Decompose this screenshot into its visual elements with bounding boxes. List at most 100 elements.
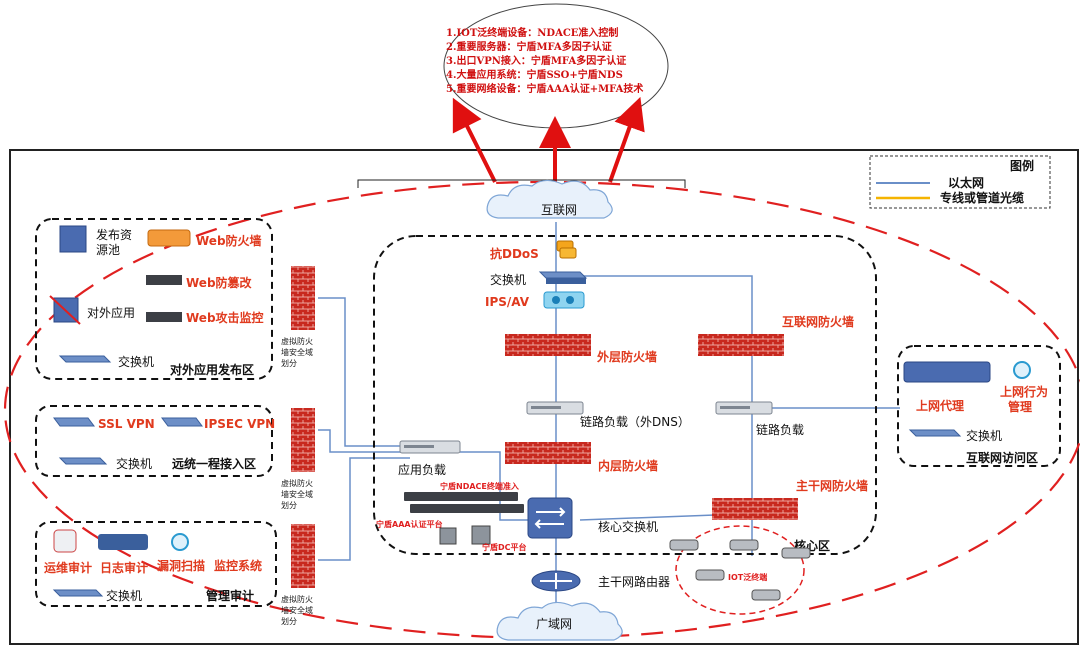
web-tamper-label: Web防篡改	[186, 275, 253, 290]
outer-firewall: 外层防火墙	[505, 334, 657, 364]
resource-pool-icon	[59, 225, 87, 253]
mgmt-zone-title: 管理审计	[206, 588, 254, 603]
inner-fw-label: 内层防火墙	[598, 458, 658, 473]
note-item-4: 4.大量应用系统：宁盾SSO+宁盾NDS	[446, 68, 623, 81]
svg-text:虚拟防火: 虚拟防火	[281, 336, 313, 346]
iot-cameras: IOT泛终端	[669, 539, 811, 601]
ips-label: IPS/AV	[485, 295, 530, 309]
svg-text:墙安全域: 墙安全域	[281, 605, 313, 615]
anti-ddos-device: 抗DDoS	[490, 240, 577, 261]
svg-text:虚拟防火: 虚拟防火	[281, 594, 313, 604]
access-zone: 上网代理 上网行为 管理 交换机 互联网访问区	[903, 361, 1048, 465]
virtual-firewall-1: 虚拟防火 墙安全域 划分	[281, 266, 315, 368]
log-audit-label: 日志审计	[100, 560, 148, 575]
remote-zone: SSL VPN IPSEC VPN 交换机 远统一程接入区	[53, 417, 275, 471]
cloud-internet-label: 互联网	[541, 203, 577, 217]
link-lb-right-label: 链路负载	[756, 422, 804, 437]
legend-ethernet: 以太网	[948, 175, 984, 190]
mgmt-switch-label: 交换机	[106, 588, 142, 603]
web-attack-icon	[146, 312, 182, 322]
svg-text:虚拟防火: 虚拟防火	[281, 478, 313, 488]
ndace-appliance: 宁盾NDACE终端准入	[404, 481, 524, 513]
ssl-vpn-label: SSL VPN	[98, 417, 155, 431]
core-switch: 核心交换机	[527, 497, 658, 539]
zone-boxes	[35, 218, 1061, 607]
cloud-wan-label: 广域网	[536, 617, 572, 631]
zone-core	[373, 235, 877, 555]
connection-lines	[318, 222, 900, 612]
security-notes: 1.IOT泛终端设备：NDACE准入控制 2.重要服务器：宁盾MFA多因子认证 …	[443, 3, 669, 129]
trunk-firewall: 主干网防火墙	[712, 478, 868, 520]
remote-switch-icon	[58, 457, 108, 465]
app-lb: 应用负载	[398, 440, 461, 477]
publish-zone-title: 对外应用发布区	[170, 362, 254, 377]
ndace-label: 宁盾NDACE终端准入	[440, 481, 519, 491]
resource-pool-line2: 源池	[96, 243, 120, 257]
web-tamper-icon	[146, 275, 182, 285]
virtual-firewall-2: 虚拟防火 墙安全域 划分	[281, 408, 315, 510]
note-item-2: 2.重要服务器：宁盾MFA多因子认证	[446, 40, 612, 53]
svg-text:划分: 划分	[281, 500, 297, 510]
trunk-router: 主干网路由器	[531, 570, 670, 592]
publish-switch-icon	[58, 355, 112, 363]
iot-ellipse	[675, 525, 805, 615]
zone-remote	[35, 405, 273, 477]
top-bracket	[357, 179, 686, 188]
web-attack-label: Web攻击监控	[186, 310, 264, 325]
link-lb-left: 链路负载（外DNS）	[526, 401, 690, 429]
publish-switch-label: 交换机	[118, 354, 154, 369]
external-app-label: 对外应用	[87, 305, 135, 320]
virtual-firewall-3: 虚拟防火 墙安全域 划分	[281, 524, 315, 626]
zone-publish	[35, 218, 273, 380]
resource-pool-line1: 发布资	[96, 227, 132, 242]
zone-access	[897, 345, 1061, 467]
publish-zone: 发布资 源池 Web防火墙 Web防篡改 对外应用 Web攻击监控 交换机 对外…	[49, 225, 264, 377]
legend-title: 图例	[1010, 158, 1034, 173]
link-lb-right: 链路负载	[715, 401, 804, 437]
outer-fw-label: 外层防火墙	[597, 349, 657, 364]
remote-switch-label: 交换机	[116, 456, 152, 471]
cloud-internet: 互联网	[486, 179, 613, 219]
note-item-3: 3.出口VPN接入：宁盾MFA多因子认证	[446, 54, 626, 67]
legend-fiber: 专线或管道光缆	[940, 190, 1024, 205]
internet-fw-label: 互联网防火墙	[782, 314, 854, 329]
anti-ddos-label: 抗DDoS	[490, 246, 539, 261]
monitor-label: 监控系统	[214, 558, 262, 573]
trunk-fw-label: 主干网防火墙	[796, 478, 868, 493]
note-item-1: 1.IOT泛终端设备：NDACE准入控制	[446, 26, 618, 39]
ipsec-vpn-label: IPSEC VPN	[204, 417, 275, 431]
ops-audit-label: 运维审计	[44, 560, 92, 575]
ipsec-vpn-icon	[161, 417, 203, 427]
mgmt-zone: 运维审计 日志审计 漏洞扫描 监控系统 交换机 管理审计	[44, 529, 262, 603]
web-fw-label: Web防火墙	[196, 233, 262, 248]
edge-switch: 交换机	[490, 271, 588, 287]
link-lb-left-label: 链路负载（外DNS）	[580, 414, 690, 429]
ssl-vpn-icon	[53, 417, 95, 427]
access-zone-title: 互联网访问区	[966, 450, 1038, 465]
note-item-5: 5.重要网络设备：宁盾AAA认证+MFA技术	[446, 82, 643, 95]
cloud-wan: 广域网	[496, 601, 623, 641]
iot-label: IOT泛终端	[728, 572, 767, 582]
aaa-label: 宁盾AAA认证平台	[376, 519, 443, 529]
internet-firewall: 互联网防火墙	[698, 314, 854, 356]
svg-text:划分: 划分	[281, 616, 297, 626]
legend: 图例 以太网 专线或管道光缆	[869, 155, 1051, 209]
outer-frame	[9, 149, 1079, 645]
svg-text:墙安全域: 墙安全域	[281, 347, 313, 357]
dc-label: 宁盾DC平台	[482, 542, 527, 552]
behavior-line1: 上网行为	[1000, 384, 1048, 399]
svg-text:墙安全域: 墙安全域	[281, 489, 313, 499]
inner-firewall: 内层防火墙	[505, 442, 658, 473]
web-firewall-icon	[147, 229, 191, 247]
ips-device: IPS/AV	[485, 291, 585, 309]
trunk-router-label: 主干网路由器	[598, 574, 670, 589]
access-switch-label: 交换机	[966, 428, 1002, 443]
vuln-scan-label: 漏洞扫描	[157, 558, 205, 573]
remote-zone-title: 远统一程接入区	[172, 456, 256, 471]
note-arrows	[452, 96, 645, 183]
dc-platform: 宁盾DC平台	[471, 525, 527, 552]
core-switch-label: 核心交换机	[598, 519, 658, 534]
aaa-platform: 宁盾AAA认证平台	[376, 519, 457, 545]
edge-switch-label: 交换机	[490, 272, 526, 287]
